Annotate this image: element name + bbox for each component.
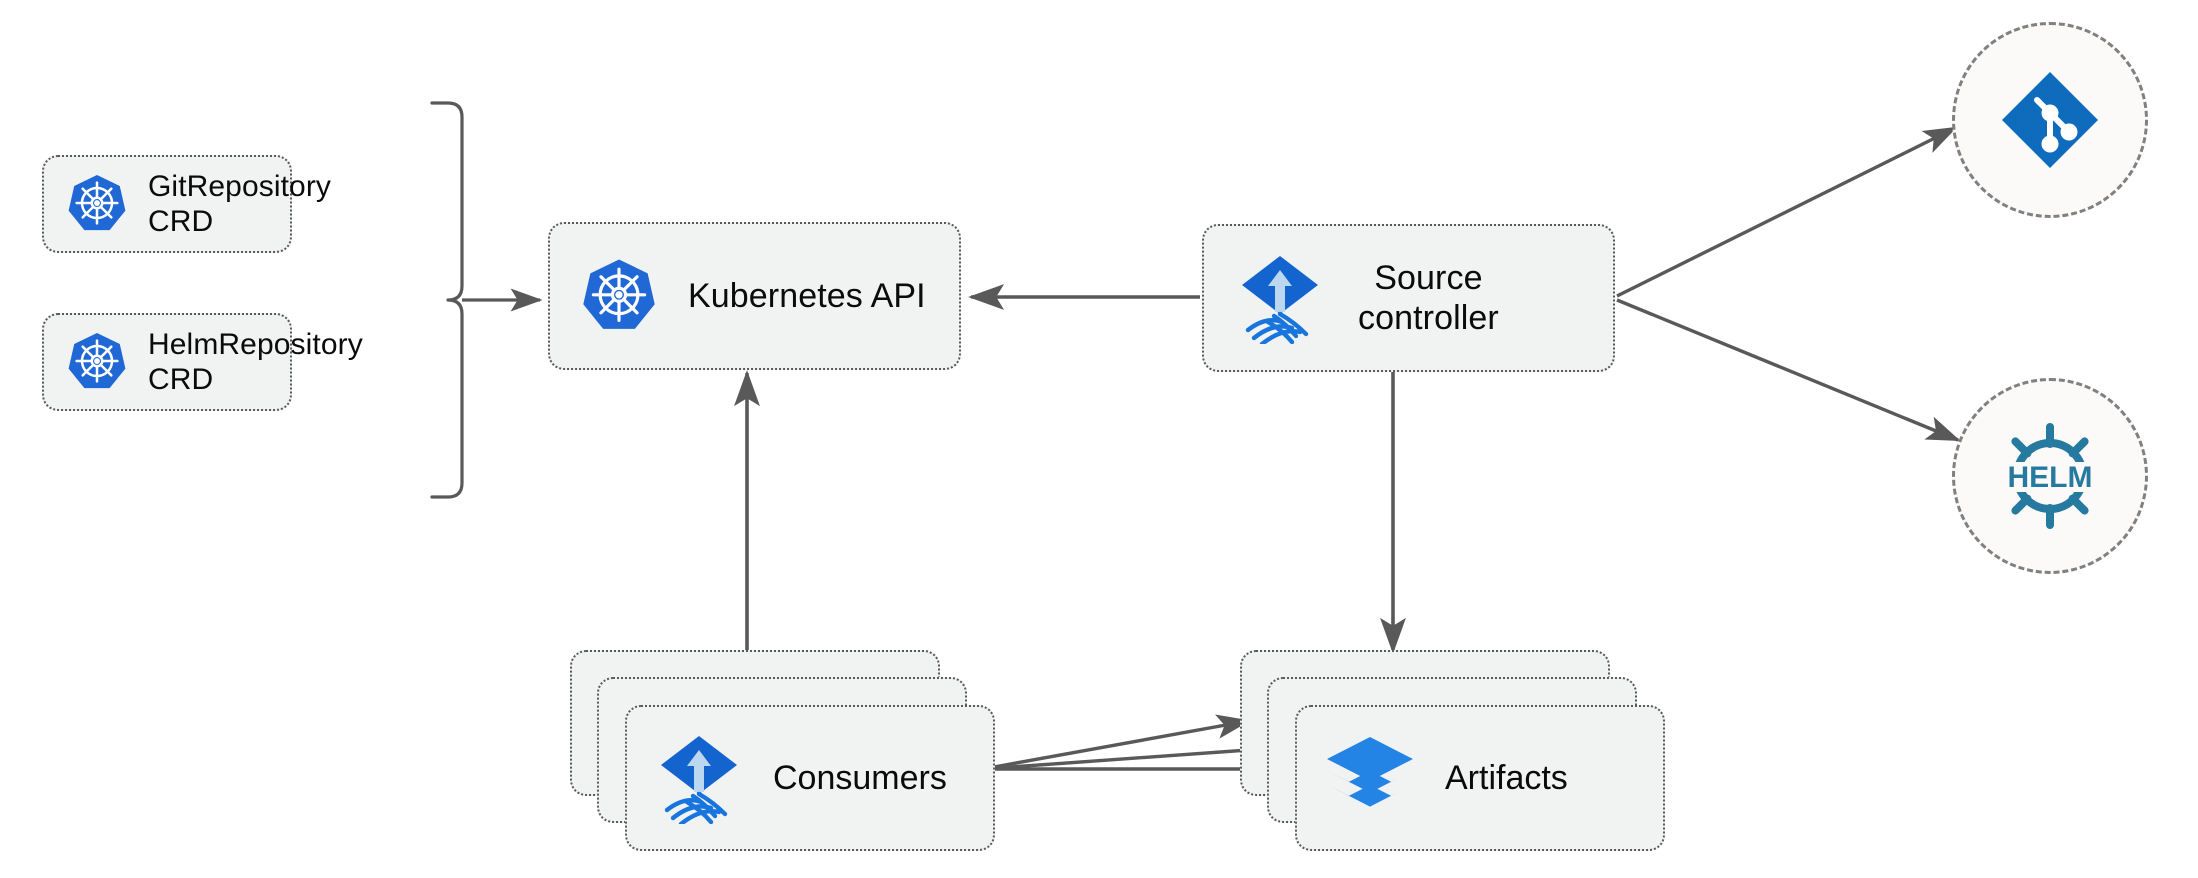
node-label: Source controller [1358,258,1499,337]
helm-icon: HELM [2003,423,2097,529]
node-label: Consumers [773,758,947,797]
node-label: HelmRepository CRD [148,327,363,396]
wire-consumers-to-artifacts-mid [982,738,1279,771]
crd-brace [430,101,543,499]
git-icon [2002,72,2098,168]
wire-consumers-to-artifacts-top [982,714,1251,771]
flux-icon [1242,256,1318,344]
flux-icon [661,736,737,824]
consumers-card-front[interactable]: Consumers [625,705,995,851]
wire-source-to-helm [1616,298,1961,442]
kubernetes-icon [68,332,126,389]
kubernetes-icon [68,174,126,231]
node-kubernetes-api[interactable]: Kubernetes API [548,222,961,370]
node-label: Kubernetes API [688,276,926,315]
node-label: GitRepository CRD [148,169,332,238]
node-git-provider[interactable] [1952,22,2148,218]
node-helm-provider[interactable]: HELM [1952,378,2148,574]
helm-wordmark: HELM [2008,461,2093,494]
node-source-controller[interactable]: Source controller [1202,224,1615,372]
wire-source-to-git [1616,126,1958,298]
kubernetes-icon [583,259,655,329]
node-artifacts[interactable]: Artifacts [1240,650,1665,851]
artifacts-card-front[interactable]: Artifacts [1295,705,1665,851]
node-consumers[interactable]: Consumers [570,650,995,851]
layers-icon [1327,737,1413,807]
node-label: Artifacts [1445,758,1568,797]
node-helmrepository-crd[interactable]: HelmRepository CRD [42,313,363,411]
node-gitrepository-crd[interactable]: GitRepository CRD [42,155,331,253]
